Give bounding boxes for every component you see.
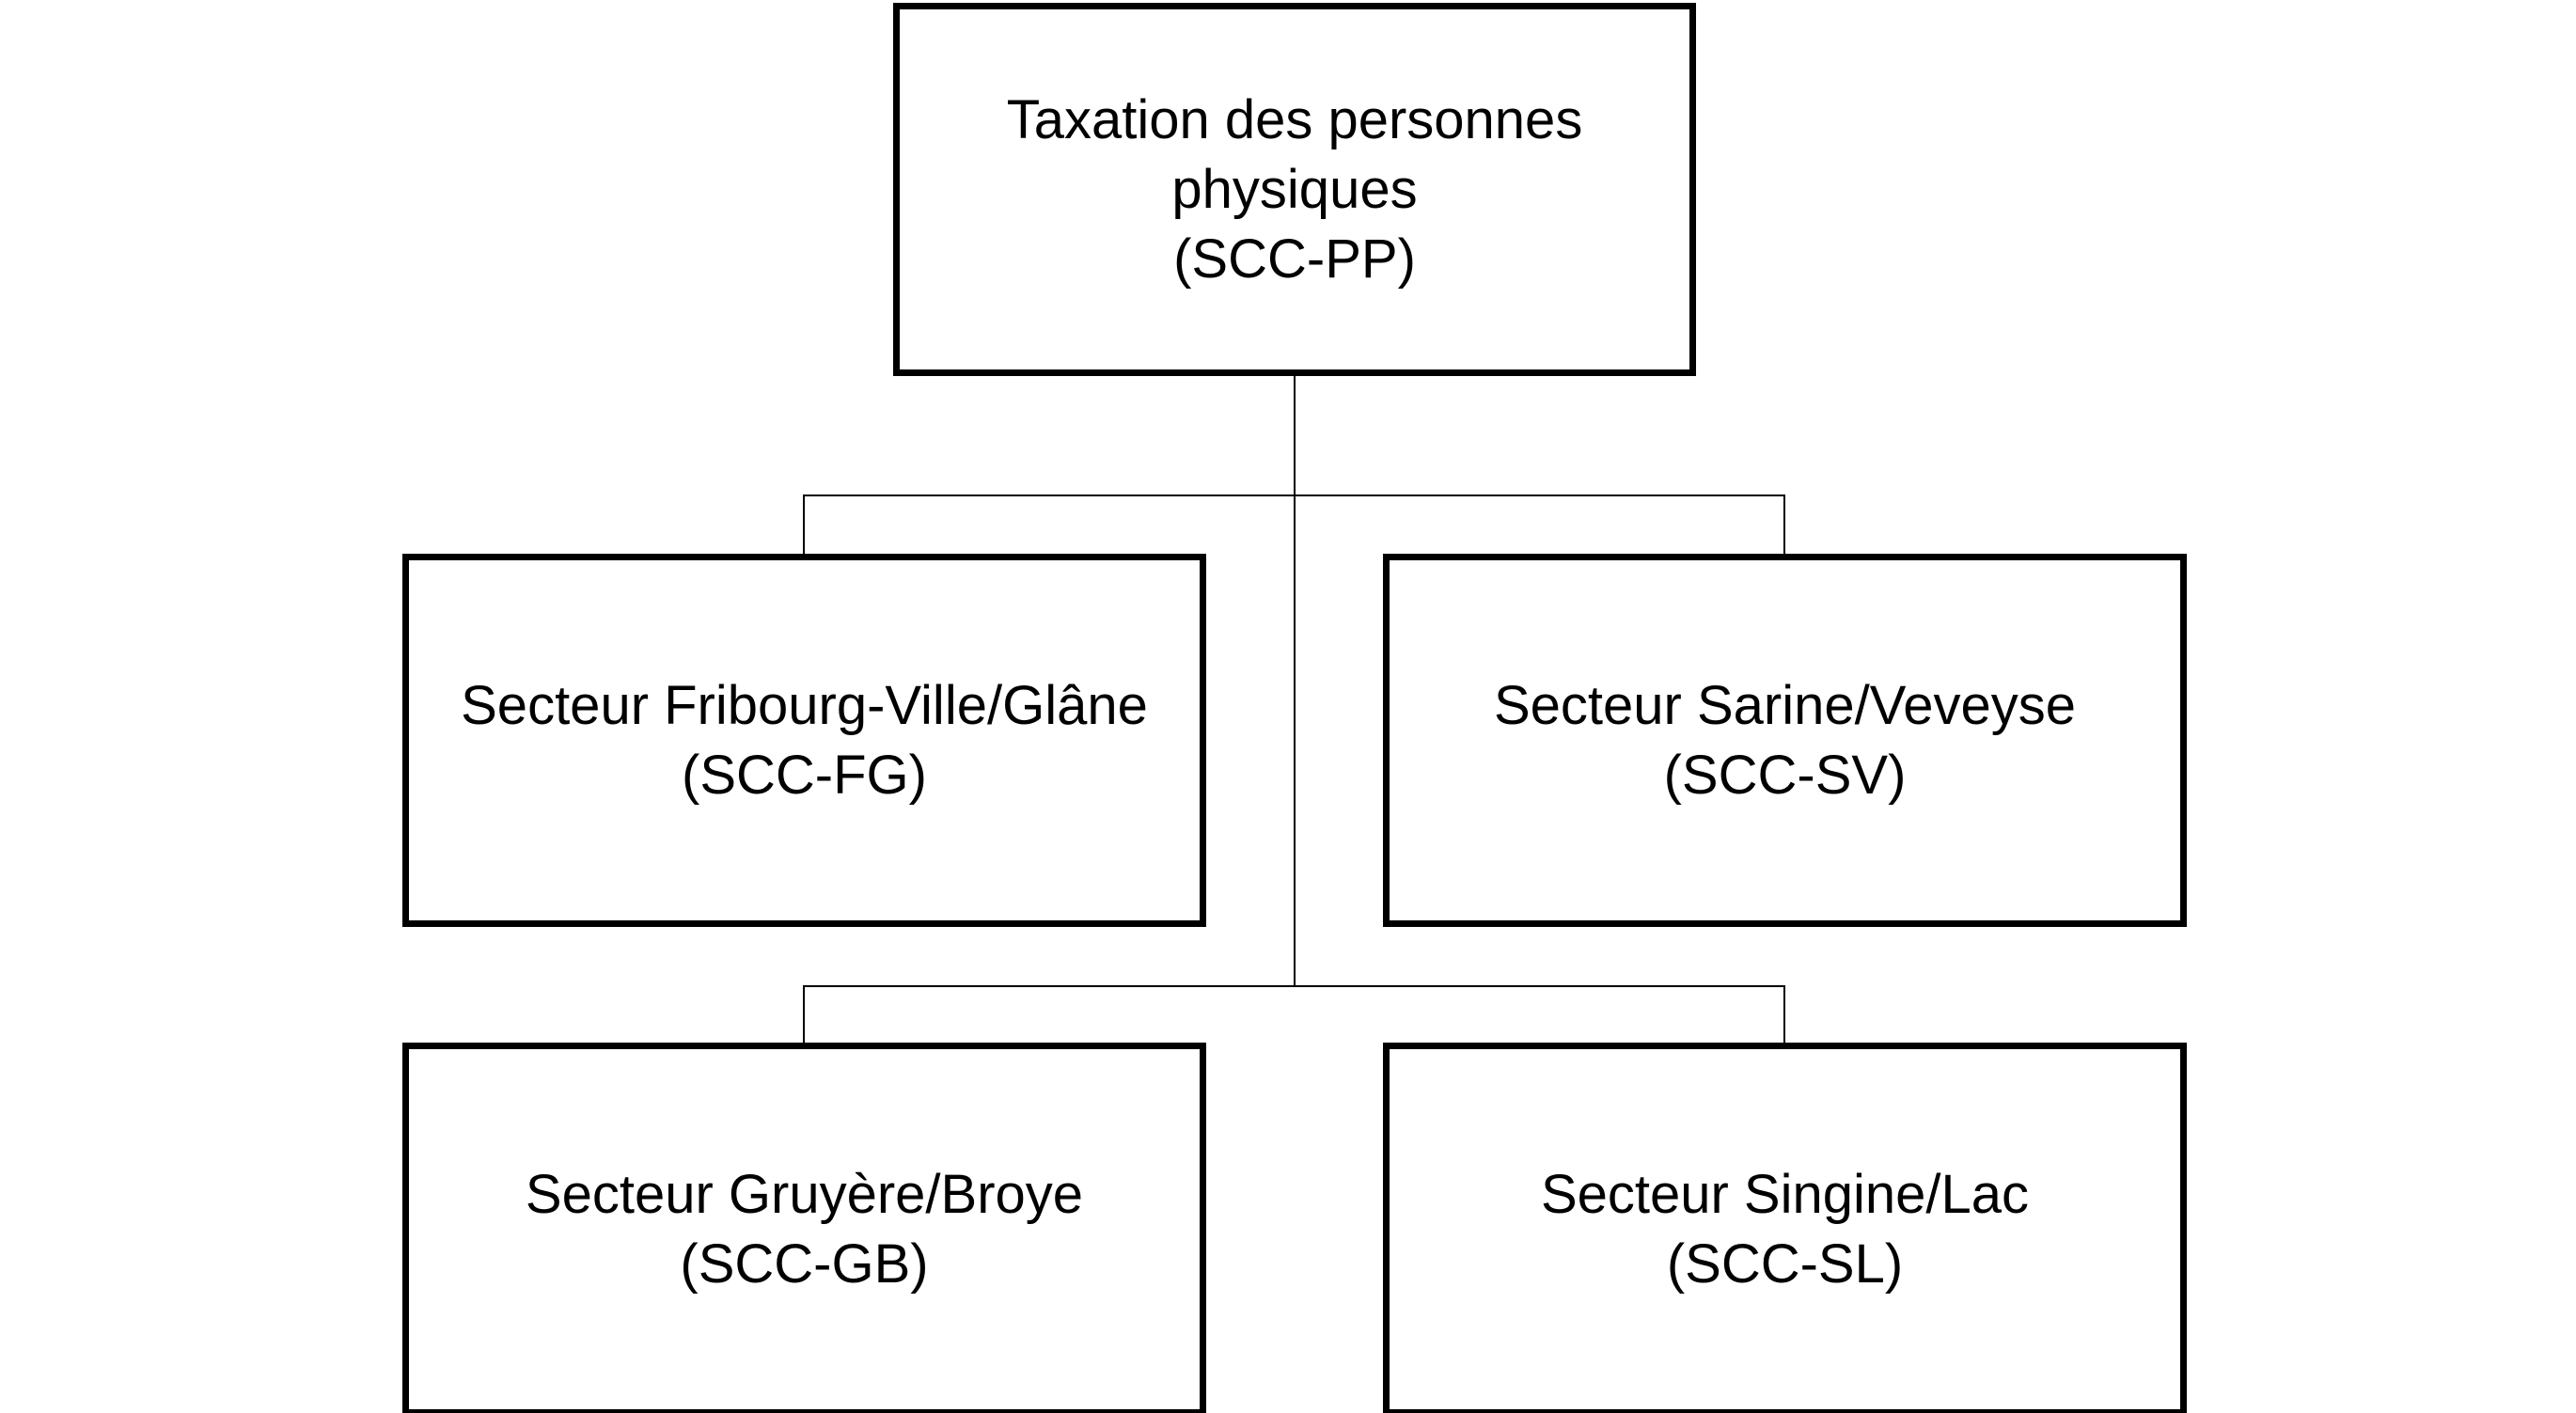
node-scc-sl: Secteur Singine/Lac (SCC-SL) (1383, 1043, 2187, 1413)
node-label: Secteur Gruyère/Broye (525, 1163, 1084, 1225)
node-scc-pp: Taxation des personnes physiques (SCC-PP… (893, 3, 1696, 376)
node-label-line: Taxation des personnes (1006, 88, 1583, 150)
node-code: (SCC-GB) (680, 1232, 929, 1295)
node-scc-sv: Secteur Sarine/Veveyse (SCC-SV) (1383, 554, 2187, 927)
node-label: Secteur Fribourg-Ville/Glâne (461, 674, 1148, 736)
node-scc-fg: Secteur Fribourg-Ville/Glâne (SCC-FG) (402, 554, 1206, 927)
node-label: Secteur Singine/Lac (1540, 1163, 2030, 1225)
node-code: (SCC-SV) (1663, 744, 1907, 806)
node-code: (SCC-SL) (1666, 1232, 1904, 1295)
node-scc-gb: Secteur Gruyère/Broye (SCC-GB) (402, 1043, 1206, 1413)
node-label: Secteur Sarine/Veveyse (1493, 674, 2077, 736)
node-code: (SCC-FG) (682, 744, 927, 806)
node-label-line: physiques (1171, 158, 1418, 220)
node-code: (SCC-PP) (1173, 228, 1416, 290)
connector-row2 (803, 985, 1785, 1044)
connector-row1 (803, 495, 1785, 555)
